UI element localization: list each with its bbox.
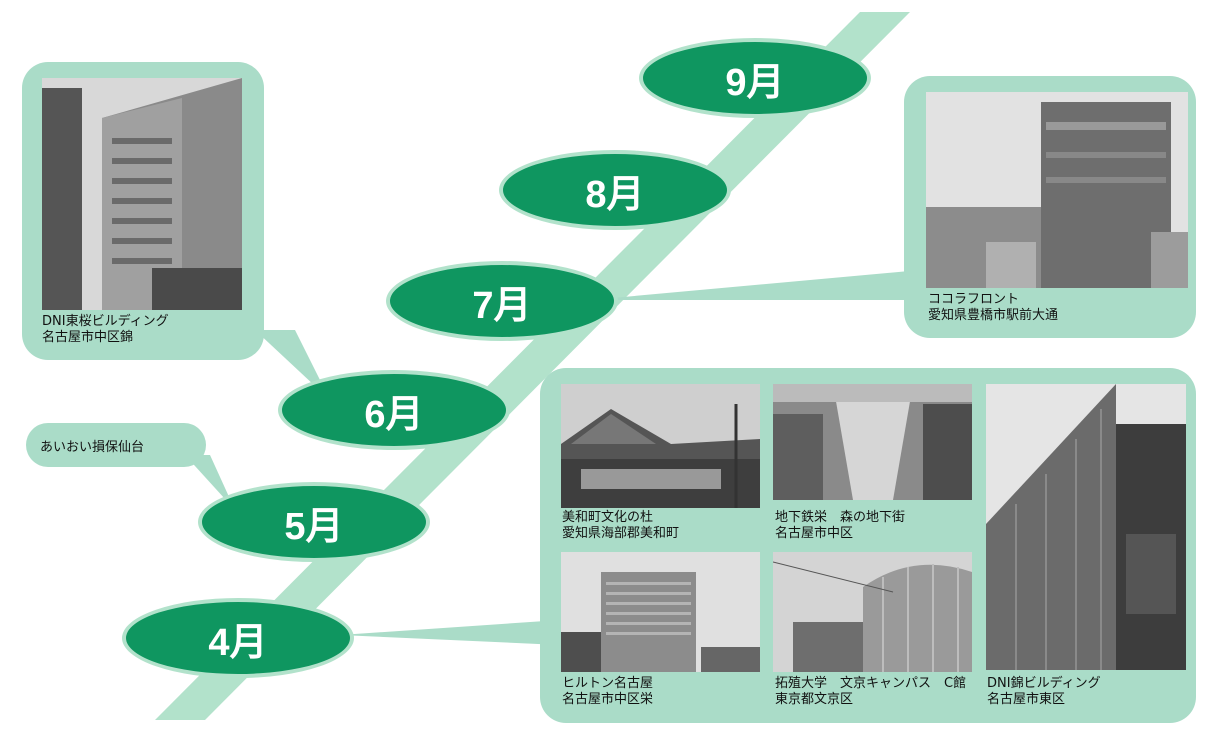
site-location: 東京都文京区 — [775, 692, 854, 707]
site-location: 名古屋市中区 — [775, 526, 854, 541]
site-name: あいおい損保仙台 — [40, 439, 145, 455]
caption-sakae-chika: 地下鉄栄 森の地下街 名古屋市中区 — [775, 510, 905, 542]
month-may: 5月 — [198, 482, 430, 562]
caption-hilton: ヒルトン名古屋 名古屋市中区栄 — [562, 676, 653, 708]
site-name: DNI錦ビルディング — [987, 676, 1101, 691]
caption-takushoku: 拓殖大学 文京キャンパス C館 東京都文京区 — [775, 676, 966, 708]
month-apr: 4月 — [122, 598, 354, 678]
photo-sakae-chika — [773, 384, 972, 500]
photo-takushoku — [773, 552, 972, 672]
caption-dni-higashisakura: DNI東桜ビルディング 名古屋市中区錦 — [42, 314, 169, 346]
month-aug: 8月 — [499, 150, 731, 230]
connector-apr — [340, 620, 560, 645]
site-location: 名古屋市中区錦 — [42, 330, 134, 345]
site-name: ヒルトン名古屋 — [562, 676, 654, 691]
photo-cocolafront — [926, 92, 1188, 288]
month-label: 9月 — [725, 61, 785, 104]
month-jun: 6月 — [278, 370, 510, 450]
site-name: DNI東桜ビルディング — [42, 314, 169, 329]
site-name: 拓殖大学 文京キャンパス C館 — [775, 676, 967, 691]
photo-dni-higashisakura — [42, 78, 242, 310]
label-aioi-sendai: あいおい損保仙台 — [26, 423, 206, 467]
site-name: ココラフロント — [928, 292, 1020, 307]
month-label: 8月 — [585, 173, 645, 216]
site-location: 愛知県海部郡美和町 — [562, 526, 680, 541]
site-location: 名古屋市中区栄 — [562, 692, 654, 707]
site-location: 愛知県豊橋市駅前大通 — [928, 308, 1059, 323]
month-label: 4月 — [208, 621, 268, 664]
photo-miwa — [561, 384, 760, 508]
caption-dni-nishiki: DNI錦ビルディング 名古屋市東区 — [987, 676, 1101, 708]
site-name: 美和町文化の杜 — [562, 510, 654, 525]
photo-hilton — [561, 552, 760, 672]
site-name: 地下鉄栄 森の地下街 — [775, 510, 906, 525]
photo-dni-nishiki — [986, 384, 1186, 670]
month-jul: 7月 — [386, 261, 618, 341]
caption-cocolafront: ココラフロント 愛知県豊橋市駅前大通 — [928, 292, 1058, 324]
month-label: 5月 — [284, 505, 344, 548]
site-location: 名古屋市東区 — [987, 692, 1066, 707]
caption-miwa: 美和町文化の杜 愛知県海部郡美和町 — [562, 510, 679, 542]
month-label: 7月 — [472, 284, 532, 327]
month-sep: 9月 — [639, 38, 871, 118]
connector-jul — [590, 270, 920, 300]
month-label: 6月 — [364, 393, 424, 436]
